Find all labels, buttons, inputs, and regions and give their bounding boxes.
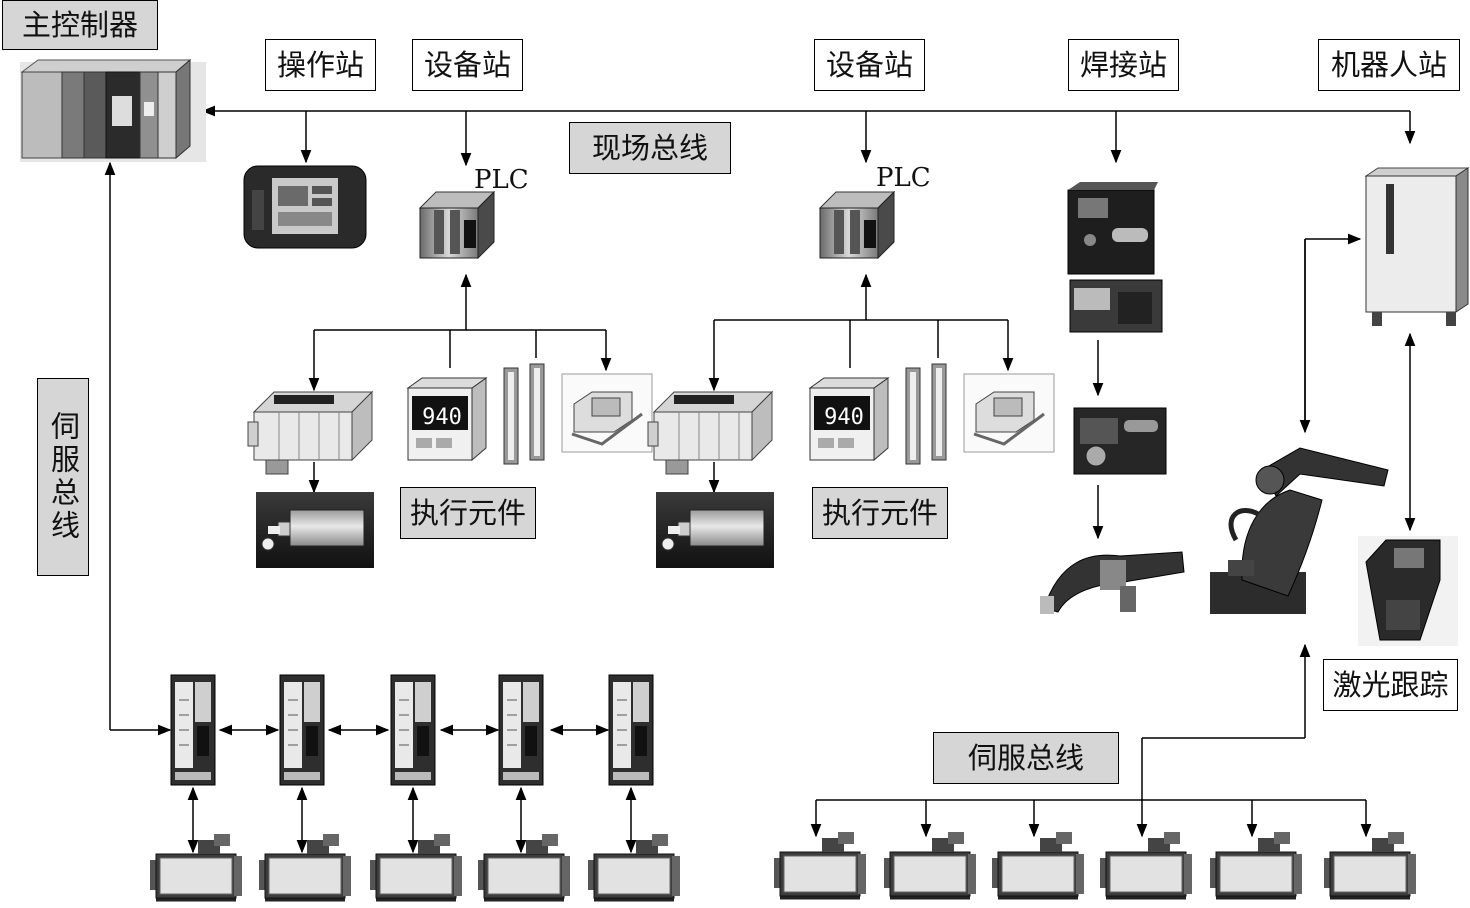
touch-panel-hmi <box>243 165 367 249</box>
servo-drive-1 <box>170 674 216 786</box>
plc-label-2: PLC <box>876 163 931 193</box>
main-controller-label: 主控制器 <box>2 0 158 50</box>
light-curtain-2 <box>905 363 947 465</box>
pneumatic-cylinder-2 <box>655 491 775 569</box>
sensor-display-1: 940 <box>422 405 462 430</box>
servo-motor-6 <box>772 830 868 900</box>
welding-station-label: 焊接站 <box>1068 39 1179 91</box>
light-curtain-1 <box>503 363 545 465</box>
fieldbus-label: 现场总线 <box>569 122 731 174</box>
servo-motor-3 <box>368 832 464 902</box>
welding-torch <box>1040 551 1185 614</box>
sensor-display-2: 940 <box>824 405 864 430</box>
device-station-label-1: 设备站 <box>412 39 523 91</box>
robot-controller-cabinet <box>1364 167 1470 326</box>
valve-manifold-2 <box>647 391 773 475</box>
servo-motor-9 <box>1098 830 1194 900</box>
pneumatic-cylinder-1 <box>255 491 375 569</box>
servo-motor-8 <box>990 830 1086 900</box>
servo-drive-3 <box>390 674 436 786</box>
wire-feeder <box>1073 407 1167 475</box>
operator-station-label: 操作站 <box>265 39 376 91</box>
relay-2 <box>962 372 1056 454</box>
servo-motor-2 <box>257 832 353 902</box>
servo-motor-10 <box>1208 830 1304 900</box>
laser-tracking-sensor <box>1358 536 1458 646</box>
laser-tracking-label: 激光跟踪 <box>1323 659 1458 711</box>
robot-station-label: 机器人站 <box>1318 39 1460 91</box>
actuator-label-1: 执行元件 <box>400 487 536 539</box>
servo-motor-7 <box>882 830 978 900</box>
servo-motor-1 <box>148 832 244 902</box>
servo-drive-5 <box>608 674 654 786</box>
servo-motor-5 <box>586 832 682 902</box>
servo-motor-11 <box>1322 830 1418 900</box>
servo-bus-label-right: 伺服总线 <box>933 732 1119 784</box>
plc-module-1 <box>419 191 495 259</box>
valve-manifold-1 <box>247 391 373 475</box>
industrial-robot <box>1210 447 1389 614</box>
welding-power-source <box>1067 182 1163 333</box>
fieldbus-lines <box>104 105 1416 854</box>
device-station-label-2: 设备站 <box>814 39 925 91</box>
actuator-label-2: 执行元件 <box>812 487 948 539</box>
plc-module-2 <box>819 191 895 259</box>
plc-label-1: PLC <box>474 165 529 195</box>
main-controller-rack <box>20 58 206 162</box>
servo-drive-2 <box>279 674 325 786</box>
servo-drive-4 <box>498 674 544 786</box>
relay-1 <box>560 372 654 454</box>
servo-motor-4 <box>476 832 572 902</box>
servo-bus-label-left: 伺服总线 <box>37 378 89 576</box>
